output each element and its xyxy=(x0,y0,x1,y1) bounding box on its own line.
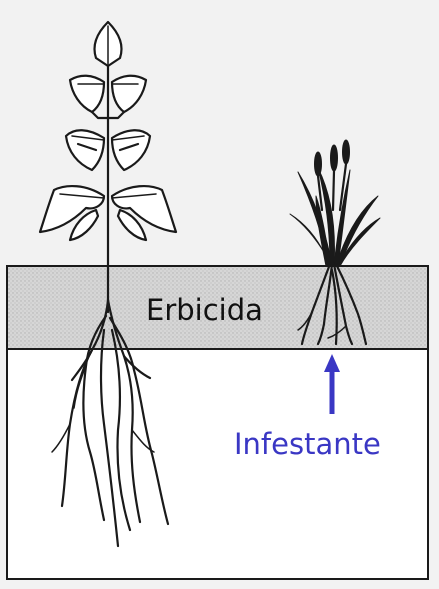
crop-plant xyxy=(38,20,178,548)
weed-plant xyxy=(289,139,381,346)
arrow-up-icon xyxy=(324,354,340,414)
herbicide-layer xyxy=(6,265,429,350)
herbicide-label: Erbicida xyxy=(146,293,263,327)
weed-label: Infestante xyxy=(234,427,381,461)
